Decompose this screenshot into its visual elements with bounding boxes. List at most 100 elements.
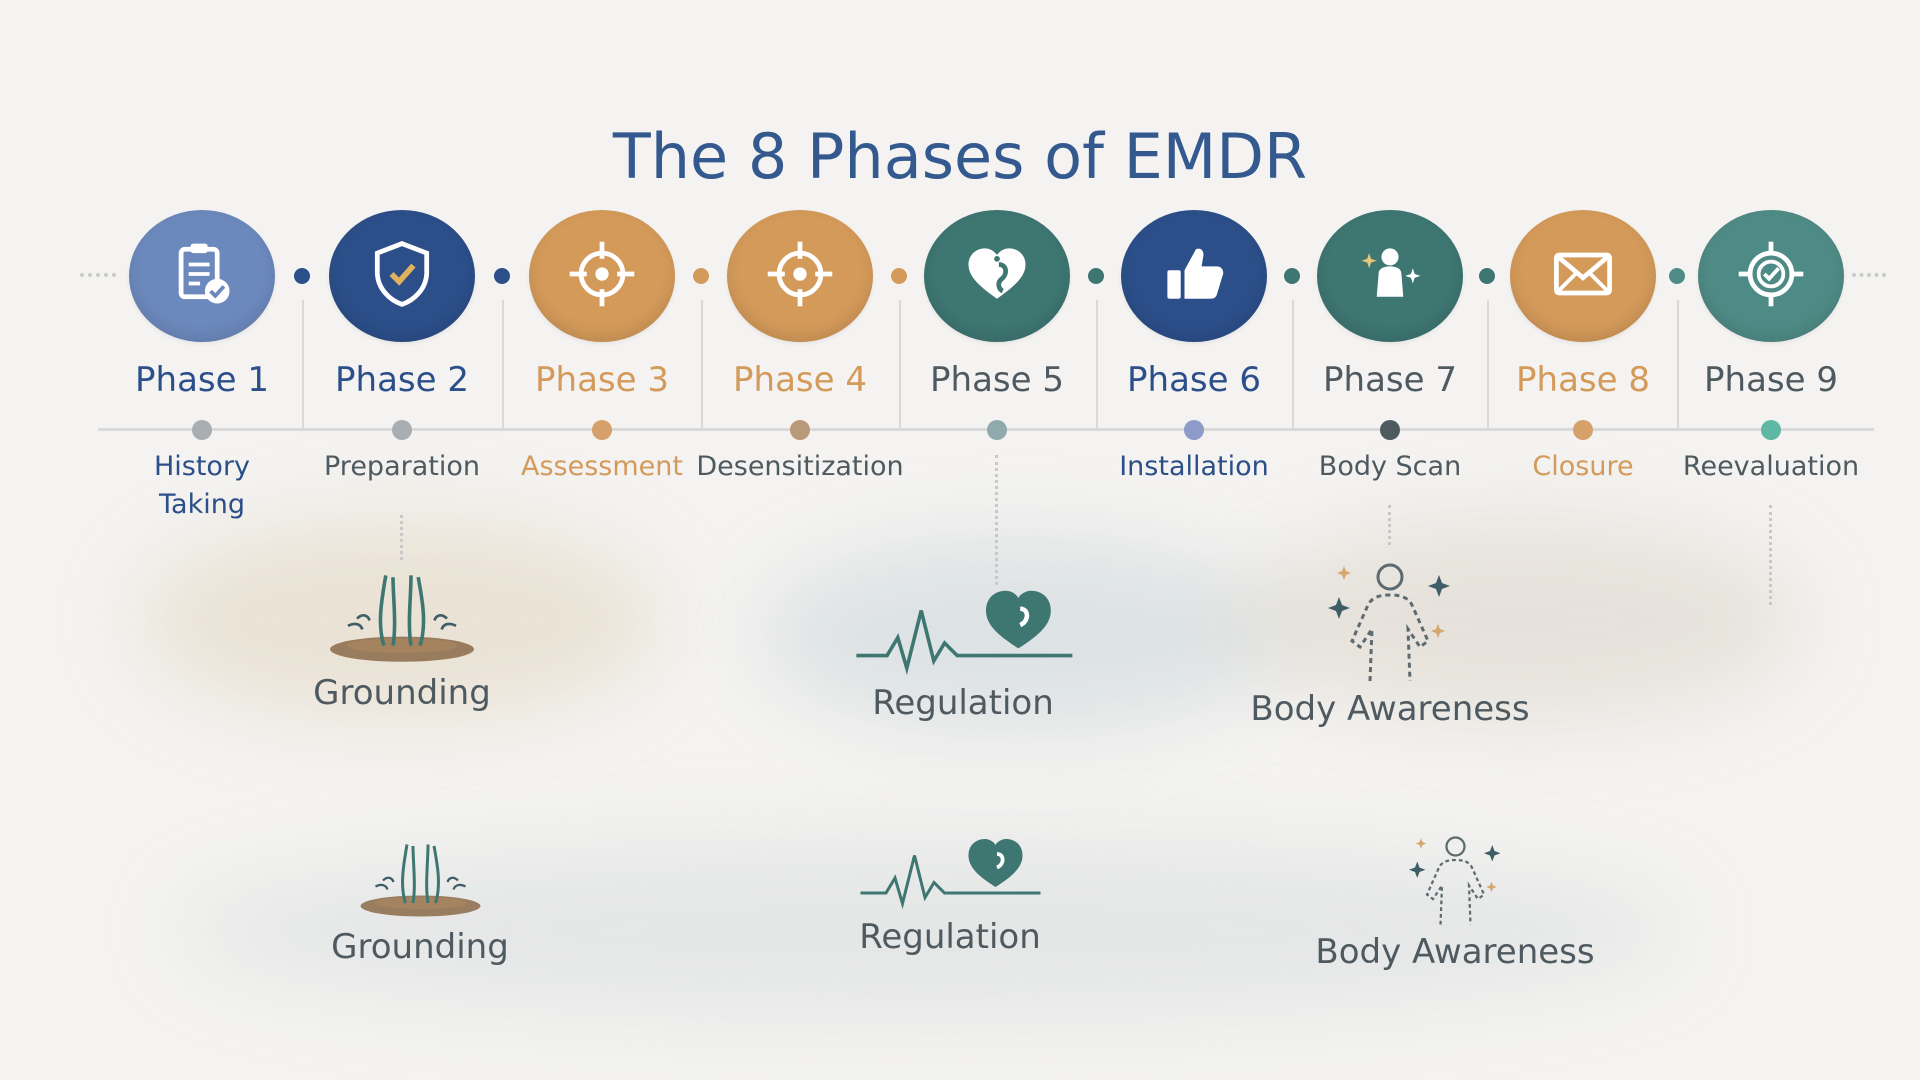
- phase-divider: [502, 300, 504, 430]
- phase-column: Phase 2 Preparation: [302, 0, 502, 1080]
- phase-divider: [1292, 300, 1294, 430]
- clipboard-check-icon: [164, 236, 240, 316]
- envelope-icon: [1545, 236, 1621, 316]
- timeline-tail-dots: [1852, 273, 1886, 277]
- timeline-separator-dot: [1284, 268, 1300, 284]
- phase-label: Phase 6: [1127, 360, 1261, 400]
- body-sparkle-icon: [1265, 830, 1645, 928]
- phase-name-line: Reevaluation: [1682, 451, 1860, 482]
- concept-item: Grounding: [212, 570, 592, 713]
- phase-name: Preparation: [282, 448, 522, 486]
- phase-name: Desensitization: [680, 448, 920, 486]
- concept-item: Grounding: [230, 840, 610, 967]
- feet-on-ground-icon: [212, 570, 592, 669]
- timeline-separator-dot: [294, 268, 310, 284]
- timeline-baseline: [98, 428, 1874, 431]
- timeline-node: [790, 420, 810, 440]
- phase-label: Phase 1: [135, 360, 269, 400]
- phase-name-line: Taking: [159, 489, 245, 520]
- timeline-separator-dot: [494, 268, 510, 284]
- body-sparkle-icon: [1200, 555, 1580, 685]
- timeline-separator-dot: [1669, 268, 1685, 284]
- heartbeat-heart-icon: [773, 580, 1153, 679]
- phase-divider: [302, 300, 304, 430]
- phase-label: Phase 4: [733, 360, 867, 400]
- phase-name-line: Body Scan: [1318, 451, 1462, 482]
- dotted-connector: [995, 455, 998, 585]
- phase-name: Reevaluation: [1651, 448, 1891, 486]
- phase-column: Phase 4 Desensitization: [696, 0, 904, 1080]
- timeline-separator-dot: [1087, 268, 1104, 284]
- phase-column: Phase 9 Reevaluation: [1671, 0, 1871, 1080]
- phase-label: Phase 7: [1323, 360, 1457, 400]
- phase-divider: [1486, 300, 1489, 430]
- phase-label: Phase 8: [1516, 360, 1650, 400]
- phase-icon-badge: [529, 210, 675, 342]
- phase-icon-badge: [329, 210, 475, 342]
- dotted-connector: [1769, 505, 1772, 605]
- concept-item: Regulation: [773, 580, 1153, 723]
- concept-label: Grounding: [331, 926, 509, 967]
- concept-item: Regulation: [760, 830, 1140, 957]
- dotted-connector: [1388, 505, 1391, 545]
- phase-icon-badge: [1510, 210, 1656, 342]
- timeline-separator-dot: [693, 268, 709, 284]
- concept-label: Body Awareness: [1315, 931, 1595, 972]
- phase-icon-badge: [727, 210, 873, 342]
- phase-name-line: Preparation: [324, 451, 480, 482]
- shield-check-icon: [364, 236, 440, 316]
- timeline-separator-dot: [1478, 268, 1495, 284]
- timeline-node: [1761, 420, 1781, 440]
- thumbs-up-icon: [1156, 236, 1232, 316]
- timeline-node: [592, 420, 612, 440]
- target-icon: [564, 236, 640, 316]
- phase-divider: [1677, 300, 1679, 430]
- target-check-icon: [1733, 236, 1809, 316]
- concept-label: Body Awareness: [1250, 689, 1530, 729]
- phase-column: Phase 5: [897, 0, 1097, 1080]
- phase-name-line: Closure: [1532, 451, 1634, 482]
- phase-icon-badge: [1317, 210, 1463, 342]
- phase-label: Phase 2: [335, 360, 469, 400]
- phase-label: Phase 5: [930, 360, 1064, 400]
- phase-name-line: Installation: [1119, 451, 1269, 482]
- concept-label: Grounding: [313, 673, 491, 713]
- phase-label: Phase 3: [535, 360, 669, 400]
- phase-divider: [1095, 300, 1098, 430]
- timeline-node: [392, 420, 412, 440]
- concept-label: Regulation: [872, 683, 1054, 723]
- target-icon: [762, 236, 838, 316]
- phase-label: Phase 9: [1704, 360, 1838, 400]
- phase-column: Phase 8 Closure: [1483, 0, 1683, 1080]
- feet-on-ground-icon: [230, 840, 610, 923]
- concept-item: Body Awareness: [1265, 830, 1645, 972]
- timeline-node: [1573, 420, 1593, 440]
- phase-icon-badge: [129, 210, 275, 342]
- timeline-lead-dots: [80, 273, 116, 277]
- phase-name: Installation: [1074, 448, 1314, 486]
- heart-mind-icon: [959, 236, 1035, 316]
- phase-icon-badge: [924, 210, 1070, 342]
- phase-name: Assessment: [482, 448, 722, 486]
- phase-icon-badge: [1698, 210, 1844, 342]
- phase-icon-badge: [1121, 210, 1267, 342]
- person-sparkle-icon: [1352, 236, 1428, 316]
- phase-name: Body Scan: [1270, 448, 1510, 486]
- phase-column: Phase 7 Body Scan: [1290, 0, 1490, 1080]
- phase-name: Closure: [1463, 448, 1703, 486]
- phase-name-line: History: [153, 451, 251, 482]
- phase-name-line: Desensitization: [696, 451, 904, 482]
- concept-item: Body Awareness: [1200, 555, 1580, 729]
- concept-label: Regulation: [859, 916, 1041, 957]
- phase-divider: [898, 300, 901, 430]
- timeline-node: [987, 420, 1007, 440]
- timeline-node: [192, 420, 212, 440]
- timeline-node: [1380, 420, 1400, 440]
- page-title: The 8 Phases of EMDR: [612, 119, 1308, 193]
- timeline-separator-dot: [890, 268, 907, 284]
- heartbeat-heart-icon: [760, 830, 1140, 913]
